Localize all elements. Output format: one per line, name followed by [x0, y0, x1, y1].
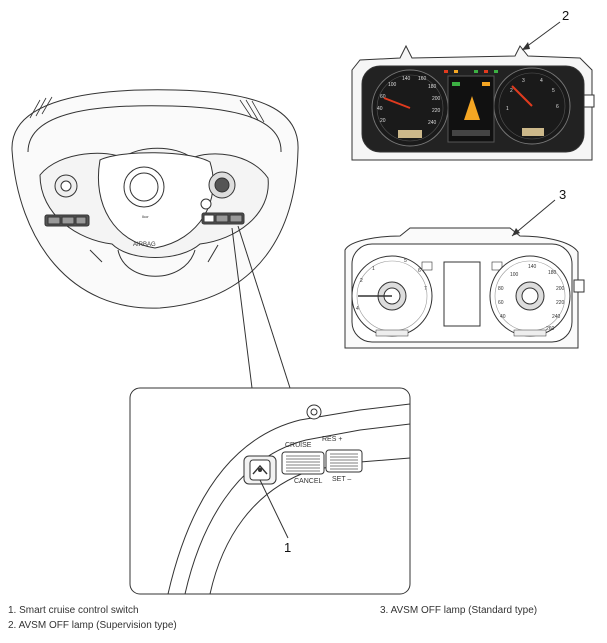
svg-text:2: 2: [360, 278, 363, 284]
svg-text:3: 3: [522, 78, 525, 84]
diagram-figure: Ikor AIRBAG: [11, 8, 595, 595]
svg-text:220: 220: [556, 300, 565, 306]
zoom-guide-lines: [231, 225, 291, 389]
svg-text:200: 200: [556, 286, 565, 292]
svg-text:60: 60: [498, 300, 504, 306]
svg-text:220: 220: [432, 108, 441, 114]
svg-text:100: 100: [510, 272, 519, 278]
svg-text:4: 4: [540, 78, 543, 84]
svg-text:6: 6: [418, 268, 421, 274]
svg-text:5: 5: [552, 88, 555, 94]
callout-3: 3: [559, 187, 566, 202]
svg-text:4: 4: [356, 306, 359, 312]
res-label: RES +: [322, 436, 342, 443]
cancel-label: CANCEL: [294, 478, 323, 485]
svg-text:40: 40: [500, 314, 506, 320]
svg-text:100: 100: [388, 82, 397, 88]
set-rocker: [325, 449, 363, 473]
cruise-label: CRUISE: [285, 442, 312, 449]
svg-text:1: 1: [372, 266, 375, 272]
svg-text:7: 7: [424, 286, 427, 292]
svg-text:200: 200: [432, 96, 441, 102]
cruise-rocker: [281, 451, 325, 475]
callout-2: 2: [562, 8, 569, 23]
svg-text:20: 20: [380, 118, 386, 124]
svg-text:160: 160: [418, 76, 427, 82]
svg-text:1: 1: [506, 106, 509, 112]
callout-1: 1: [284, 540, 291, 555]
svg-text:2: 2: [510, 88, 513, 94]
svg-text:140: 140: [402, 76, 411, 82]
cluster-standard: 1 2 4 5 6 7 80 60 40 100 140 180 200 220 240 260…: [344, 187, 585, 349]
svg-text:5: 5: [404, 258, 407, 264]
switch-detail-box: CRUISE RES + CANCEL SET – 1: [129, 387, 411, 595]
legend-item-1: 1. Smart cruise control switch: [8, 605, 139, 616]
svg-text:6: 6: [556, 104, 559, 110]
airbag-label: AIRBAG: [133, 242, 156, 248]
legend-item-3: 3. AVSM OFF lamp (Standard type): [380, 605, 538, 616]
steering-wheel: Ikor AIRBAG: [11, 89, 299, 309]
svg-text:240: 240: [552, 314, 561, 320]
set-label: SET –: [332, 476, 351, 483]
svg-text:Ikor: Ikor: [142, 214, 149, 219]
svg-text:40: 40: [377, 106, 383, 112]
svg-text:80: 80: [498, 286, 504, 292]
svg-text:180: 180: [428, 84, 437, 90]
legend-item-2: 2. AVSM OFF lamp (Supervision type): [8, 620, 177, 631]
svg-text:60: 60: [380, 94, 386, 100]
svg-text:140: 140: [528, 264, 537, 270]
svg-text:240: 240: [428, 120, 437, 126]
svg-text:260: 260: [546, 326, 555, 332]
svg-text:180: 180: [548, 270, 557, 276]
